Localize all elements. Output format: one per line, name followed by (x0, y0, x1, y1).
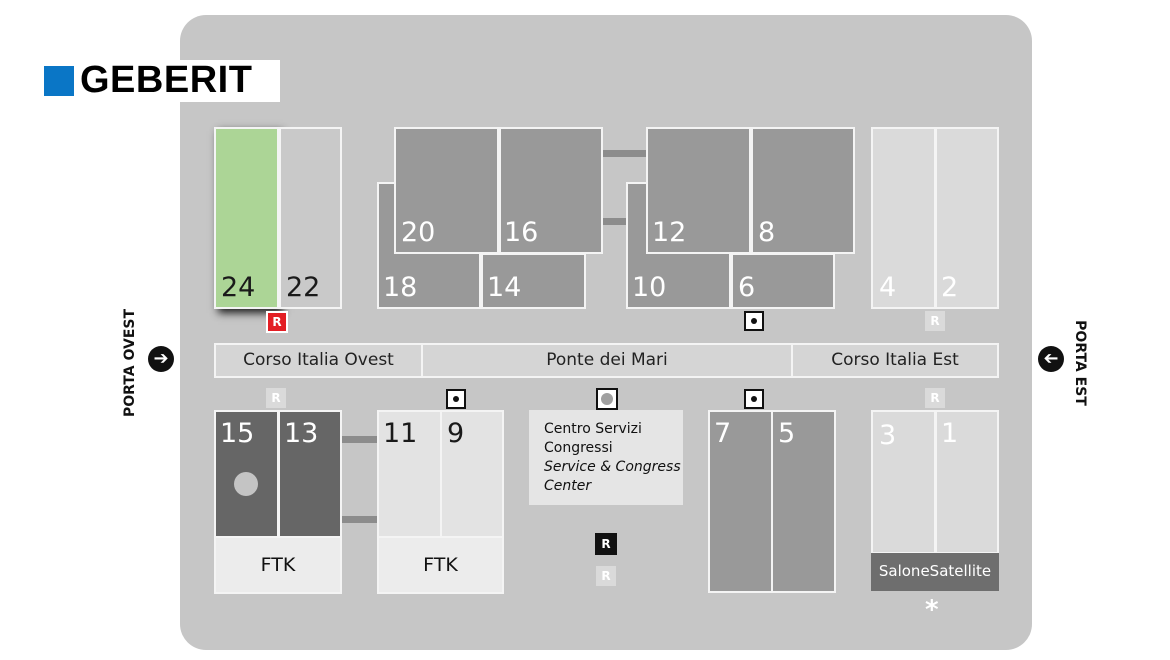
hall-4[interactable]: 4 (871, 127, 936, 309)
hall-number: 14 (487, 272, 522, 303)
salone-satellite[interactable]: SaloneSatellite (871, 553, 999, 591)
hall-number: 4 (879, 272, 897, 303)
congress-label-line2: Congressi (544, 440, 613, 456)
arrow-left-icon: ➔ (1038, 346, 1064, 372)
restaurant-sign-red: R (266, 311, 288, 333)
geberit-logo-text: GEBERIT (80, 59, 253, 101)
hall-number: 18 (383, 272, 418, 303)
hall-number: 2 (941, 272, 959, 303)
hall-14[interactable]: 14 (481, 253, 586, 309)
hall-13[interactable]: 13 (278, 410, 342, 538)
info-point-icon (446, 389, 466, 409)
connector-bridge (340, 516, 378, 523)
ftk-area-left[interactable]: FTK (214, 536, 342, 594)
hall-8[interactable]: 8 (751, 127, 855, 254)
hall-number: 3 (879, 420, 897, 451)
hall-3[interactable]: 3 (871, 410, 936, 554)
restaurant-sign: R (925, 388, 945, 408)
hall-number: 1 (941, 418, 959, 449)
arrow-right-icon: ➔ (148, 346, 174, 372)
hall-number: 12 (652, 217, 687, 248)
hall-number: 16 (504, 217, 539, 248)
hall-1[interactable]: 1 (935, 410, 999, 554)
hall-24[interactable]: 24 (214, 127, 279, 309)
gate-porta-ovest[interactable]: PORTA OVEST (122, 308, 138, 418)
star-marker-icon: * (925, 595, 939, 625)
hall-number: 10 (632, 272, 667, 303)
hall-7[interactable]: 7 (708, 410, 773, 593)
restaurant-sign: R (596, 566, 616, 586)
gate-porta-est[interactable]: PORTA EST (1072, 320, 1088, 406)
connector-bridge (340, 436, 378, 443)
congress-label-line3: Service & Congress (544, 459, 681, 475)
restaurant-sign: R (266, 388, 286, 408)
location-marker-icon (234, 472, 258, 496)
ftk-area-right[interactable]: FTK (377, 536, 504, 594)
geberit-logo (40, 60, 280, 102)
connector-bridge (602, 150, 647, 157)
restaurant-sign-dark: R (595, 533, 617, 555)
hall-number: 6 (738, 272, 756, 303)
road-corso-italia-ovest[interactable]: Corso Italia Ovest (214, 343, 423, 378)
hall-22[interactable]: 22 (279, 127, 342, 309)
road-corso-italia-est[interactable]: Corso Italia Est (791, 343, 999, 378)
road-ponte-dei-mari[interactable]: Ponte dei Mari (421, 343, 793, 378)
hall-number: 24 (221, 272, 256, 303)
geberit-logo-square (44, 66, 74, 96)
hall-number: 20 (401, 217, 436, 248)
info-point-icon (744, 389, 764, 409)
hall-number: 5 (778, 418, 796, 449)
hall-12[interactable]: 12 (646, 127, 751, 254)
hall-20[interactable]: 20 (394, 127, 499, 254)
restaurant-sign: R (925, 311, 945, 331)
hall-5[interactable]: 5 (771, 410, 836, 593)
service-congress-center[interactable]: Centro Servizi Congressi Service & Congr… (529, 410, 683, 505)
hall-number: 11 (383, 418, 418, 449)
hall-15[interactable]: 15 (214, 410, 279, 538)
info-point-icon (744, 311, 764, 331)
hall-2[interactable]: 2 (935, 127, 999, 309)
congress-label-line4: Center (544, 478, 592, 494)
hall-number: 15 (220, 418, 255, 449)
congress-label-line1: Centro Servizi (544, 421, 642, 437)
hall-number: 8 (758, 217, 776, 248)
hall-9[interactable]: 9 (440, 410, 504, 538)
hall-number: 22 (286, 272, 321, 303)
connector-bridge (602, 218, 647, 225)
hall-11[interactable]: 11 (377, 410, 442, 538)
hall-number: 13 (284, 418, 319, 449)
hall-number: 9 (447, 418, 465, 449)
hall-6[interactable]: 6 (731, 253, 835, 309)
congress-info-icon (596, 388, 618, 410)
hall-16[interactable]: 16 (499, 127, 603, 254)
hall-number: 7 (714, 418, 732, 449)
